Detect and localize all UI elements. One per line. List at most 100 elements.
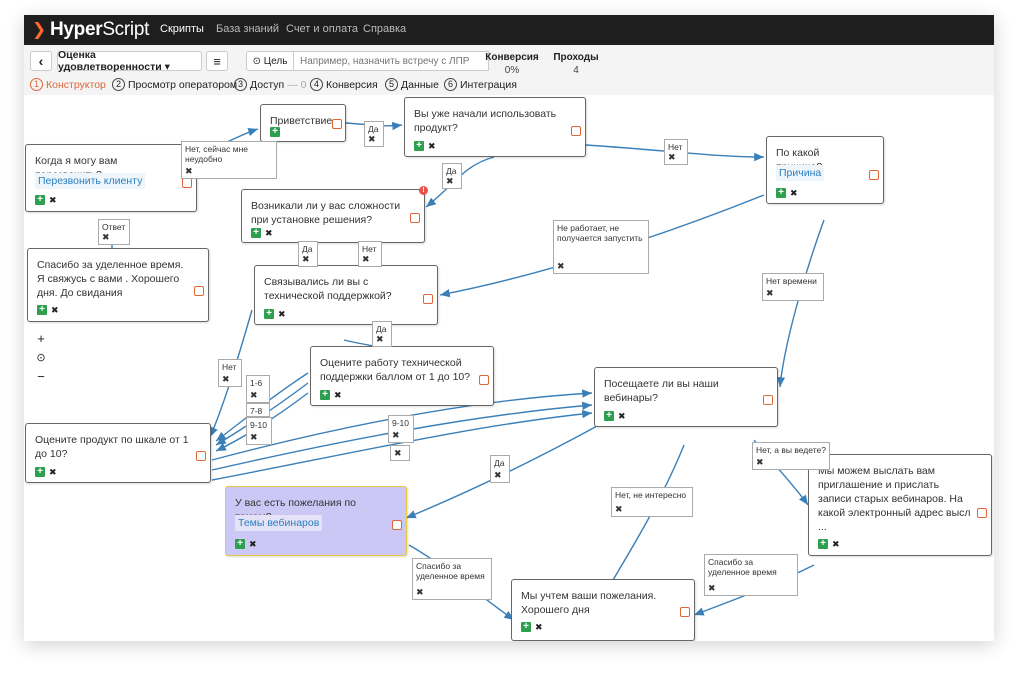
node-tag-callback[interactable]: Перезвонить клиенту <box>35 173 146 189</box>
plus-icon[interactable]: + <box>818 539 828 549</box>
settings-square-icon[interactable] <box>196 451 206 461</box>
remove-icon[interactable]: ✖ <box>494 470 502 480</box>
settings-square-icon[interactable] <box>869 170 879 180</box>
settings-square-icon[interactable] <box>571 126 581 136</box>
remove-icon[interactable]: ✖ <box>668 152 676 162</box>
node-rate-support[interactable]: Оцените работу технической поддержки бал… <box>310 346 494 406</box>
zoom-out-icon[interactable]: − <box>33 369 49 385</box>
plus-icon[interactable]: + <box>264 309 274 319</box>
label-thanks-topics[interactable]: Спасибо за уделенное время✖ <box>412 558 492 600</box>
settings-square-icon[interactable] <box>392 520 402 530</box>
node-webinars[interactable]: Посещаете ли вы наши вебинары? + ✖ <box>594 367 778 427</box>
settings-square-icon[interactable] <box>977 508 987 518</box>
settings-square-icon[interactable] <box>194 286 204 296</box>
label-range-9-10-support[interactable]: 9-10✖ <box>246 417 272 445</box>
nav-scripts[interactable]: Скрипты <box>160 23 204 35</box>
nav-knowledge-base[interactable]: База знаний <box>216 23 280 35</box>
node-contacted-support[interactable]: Связывались ли вы с технической поддержк… <box>254 265 438 325</box>
remove-icon[interactable]: ✖ <box>557 261 565 271</box>
remove-icon[interactable]: ✖ <box>615 504 623 514</box>
script-select[interactable]: Оценка удовлетворенности ▾ <box>57 49 202 73</box>
remove-icon[interactable]: ✖ <box>832 539 840 549</box>
remove-icon[interactable]: ✖ <box>49 195 57 205</box>
label-yes-difficulties[interactable]: Да✖ <box>298 241 318 267</box>
node-rate-product[interactable]: Оцените продукт по шкале от 1 до 10? + ✖ <box>25 423 211 483</box>
remove-icon[interactable]: ✖ <box>362 254 370 264</box>
remove-icon[interactable]: ✖ <box>376 334 384 344</box>
node-topics[interactable]: У вас есть пожелания по темам? Темы веби… <box>225 486 407 556</box>
plus-icon[interactable]: + <box>521 622 531 632</box>
label-not-now[interactable]: Нет, сейчас мне неудобно✖ <box>181 141 277 179</box>
label-range-7-8[interactable]: 7-8 <box>246 403 270 417</box>
node-greeting[interactable]: Приветствие + <box>260 104 346 142</box>
plus-icon[interactable]: + <box>270 127 280 137</box>
node-tag-reason[interactable]: Причина <box>776 165 825 181</box>
label-no-started[interactable]: Нет✖ <box>664 139 688 165</box>
logo[interactable]: ❯HyperScript <box>32 19 149 41</box>
nav-billing[interactable]: Счет и оплата <box>286 23 358 35</box>
back-button[interactable]: ‹ <box>30 51 52 71</box>
label-no-do-you[interactable]: Нет, а вы ведете?✖ <box>752 442 830 470</box>
remove-icon[interactable]: ✖ <box>766 288 774 298</box>
remove-icon[interactable]: ✖ <box>708 583 716 593</box>
remove-icon[interactable]: ✖ <box>51 305 59 315</box>
remove-icon[interactable]: ✖ <box>756 457 764 467</box>
remove-icon[interactable]: ✖ <box>392 430 400 440</box>
remove-icon[interactable]: ✖ <box>446 176 454 186</box>
remove-icon[interactable]: ✖ <box>790 188 798 198</box>
settings-square-icon[interactable] <box>410 213 420 223</box>
remove-icon[interactable]: ✖ <box>250 390 258 400</box>
menu-button[interactable]: ≡ <box>206 51 228 71</box>
node-reason[interactable]: По какой причине? Причина + ✖ <box>766 136 884 204</box>
remove-icon[interactable]: ✖ <box>102 232 110 242</box>
label-yes-started[interactable]: Да✖ <box>442 163 462 189</box>
label-yes-greeting[interactable]: Да✖ <box>364 121 384 147</box>
remove-icon[interactable]: ✖ <box>394 448 402 458</box>
remove-icon[interactable]: ✖ <box>278 309 286 319</box>
settings-square-icon[interactable] <box>763 395 773 405</box>
plus-icon[interactable]: + <box>35 467 45 477</box>
node-difficulties[interactable]: Возникали ли у вас сложности при установ… <box>241 186 428 243</box>
plus-icon[interactable]: + <box>35 195 45 205</box>
node-thanks-bye[interactable]: Спасибо за уделенное время. Я свяжусь с … <box>27 248 209 322</box>
node-started-using[interactable]: Вы уже начали использовать продукт? + ✖ <box>404 97 586 157</box>
node-tag-topics[interactable]: Темы вебинаров <box>235 515 323 531</box>
remove-icon[interactable]: ✖ <box>49 467 57 477</box>
plus-icon[interactable]: + <box>320 390 330 400</box>
plus-icon[interactable]: + <box>604 411 614 421</box>
node-send-invite[interactable]: Мы можем выслать вам приглашение и присл… <box>808 454 992 556</box>
zoom-in-icon[interactable]: + <box>33 331 49 347</box>
remove-icon[interactable]: ✖ <box>428 141 436 151</box>
label-not-working[interactable]: Не работает, не получается запустить✖ <box>553 220 649 274</box>
settings-square-icon[interactable] <box>680 607 690 617</box>
plus-icon[interactable]: + <box>251 228 261 238</box>
plus-icon[interactable]: + <box>414 141 424 151</box>
settings-square-icon[interactable] <box>332 119 342 129</box>
remove-icon[interactable]: ✖ <box>334 390 342 400</box>
node-callback[interactable]: Когда я могу вам перезвонить? Перезвонит… <box>25 144 197 212</box>
label-no-difficulties[interactable]: Нет✖ <box>358 241 382 267</box>
remove-icon[interactable]: ✖ <box>265 228 273 238</box>
label-thanks-send[interactable]: Спасибо за уделенное время✖ <box>704 554 798 596</box>
plus-icon[interactable]: + <box>235 539 245 549</box>
remove-icon[interactable]: ✖ <box>222 374 230 384</box>
label-yes-contacted[interactable]: Да✖ <box>372 321 392 347</box>
remove-icon[interactable]: ✖ <box>535 622 543 632</box>
settings-square-icon[interactable] <box>182 178 192 188</box>
remove-icon[interactable]: ✖ <box>302 254 310 264</box>
node-noted[interactable]: Мы учтем ваши пожелания. Хорошего дня + … <box>511 579 695 641</box>
goal-input[interactable] <box>294 51 489 71</box>
label-no-time[interactable]: Нет времени✖ <box>762 273 824 301</box>
goal-button[interactable]: ⊙ Цель <box>246 51 294 71</box>
label-no-contacted[interactable]: Нет✖ <box>218 359 242 387</box>
zoom-reset-icon[interactable]: ⊙ <box>33 350 49 366</box>
remove-icon[interactable]: ✖ <box>368 134 376 144</box>
remove-icon[interactable]: ✖ <box>185 166 193 176</box>
label-range-1-6[interactable]: 1-6✖ <box>246 375 270 403</box>
remove-icon[interactable]: ✖ <box>249 539 257 549</box>
